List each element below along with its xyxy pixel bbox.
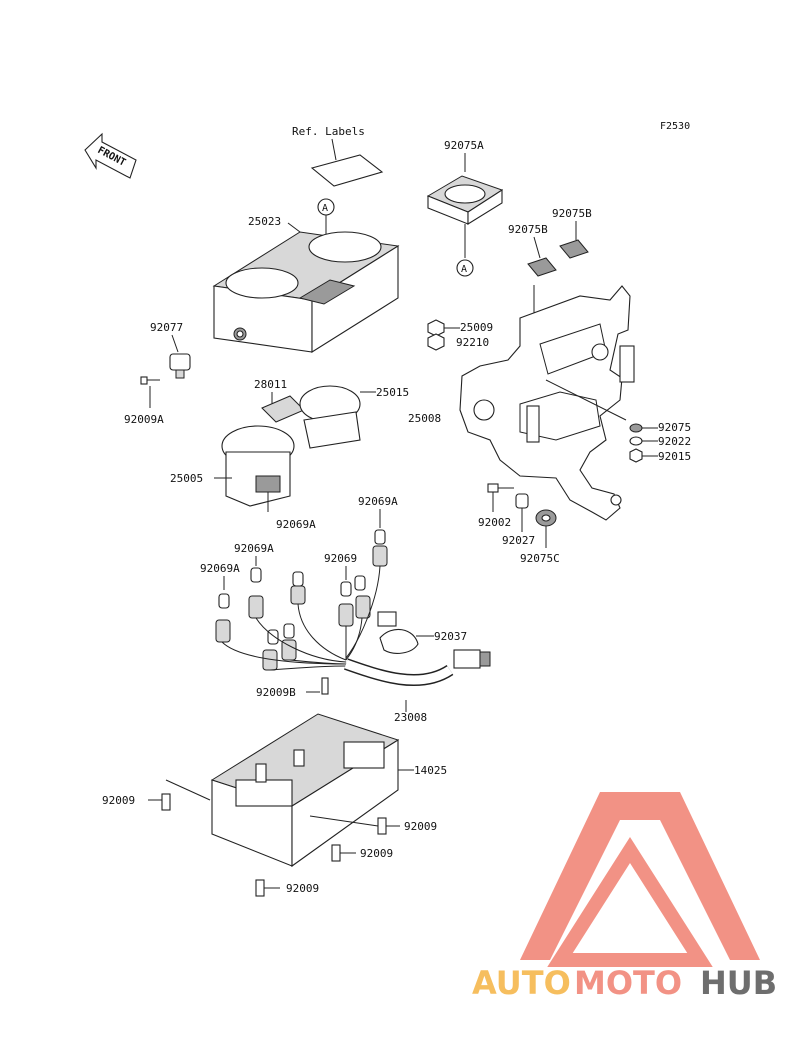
label-92002: 92002 (478, 516, 511, 529)
label-92075b-2: 92075B (508, 223, 548, 236)
label-92015: 92015 (658, 450, 691, 463)
figure-code: F2530 (660, 121, 690, 132)
watermark-hub: HUB (700, 964, 777, 1002)
label-92069a-3: 92069A (234, 542, 274, 555)
label-25009: 25009 (460, 321, 493, 334)
label-14025: 14025 (414, 764, 447, 777)
grommets-92075b: 92075B 92075B (508, 207, 592, 277)
watermark-logo: AUTO MOTO HUB (472, 792, 777, 1002)
wire-harness-23008: 23008 (215, 529, 491, 724)
label-92069a-1: 92069A (276, 518, 316, 531)
callout-a-1: A (322, 203, 328, 214)
label-25005: 25005 (170, 472, 203, 485)
cover-14025: 14025 (210, 713, 447, 868)
label-25023: 25023 (248, 215, 281, 228)
mount-stack-92075: 92075 92022 92015 (629, 421, 691, 463)
grommet-92075a: 92075A A (426, 139, 504, 277)
label-ref-labels: Ref. Labels (292, 125, 365, 138)
watermark-auto: AUTO (472, 964, 571, 1002)
label-92075a: 92075A (444, 139, 484, 152)
label-92069a-4: 92069A (200, 562, 240, 575)
meter-case-25023: 25023 A (212, 198, 400, 353)
label-92009b: 92009B (256, 686, 296, 699)
label-23008: 23008 (394, 711, 427, 724)
screw-92009a: 92009A (124, 376, 164, 426)
label-25008: 25008 (408, 412, 441, 425)
bolt-set-92002: 92002 92027 92075C (478, 483, 560, 565)
label-92022: 92022 (658, 435, 691, 448)
screws-92009: 92009 92009 92009 92009 (102, 779, 437, 897)
watermark-moto: MOTO (574, 964, 682, 1002)
label-92069a-2: 92069A (358, 495, 398, 508)
bulb-sockets-92069: 92069A 92069A 92069 92069A (200, 495, 398, 590)
ref-labels-sheet: Ref. Labels (292, 125, 384, 187)
label-25015: 25015 (376, 386, 409, 399)
label-92009-1: 92009 (102, 794, 135, 807)
label-92009a: 92009A (124, 413, 164, 426)
label-28011: 28011 (254, 378, 287, 391)
screw-92009b: 92009B (256, 677, 329, 699)
label-92077: 92077 (150, 321, 183, 334)
knob-92077: 92077 (150, 321, 191, 379)
label-92009-2: 92009 (404, 820, 437, 833)
label-92075: 92075 (658, 421, 691, 434)
label-92075b-1: 92075B (552, 207, 592, 220)
watermark-logo-icon (520, 792, 760, 960)
callout-a-2: A (461, 264, 467, 275)
speedometer-25005: 25005 92069A (170, 425, 316, 531)
tachometer-25015: 28011 25015 (254, 378, 409, 449)
label-92009-3: 92009 (360, 847, 393, 860)
label-92027: 92027 (502, 534, 535, 547)
label-92075c: 92075C (520, 552, 560, 565)
label-92210: 92210 (456, 336, 489, 349)
label-92069: 92069 (324, 552, 357, 565)
clamp-92037: 92037 (379, 628, 467, 654)
bracket-25008: 25008 (408, 285, 635, 521)
nuts-25009-92210: 25009 92210 (427, 319, 493, 351)
label-92009-4: 92009 (286, 882, 319, 895)
label-92037: 92037 (434, 630, 467, 643)
front-arrow-icon: FRONT (84, 132, 137, 179)
